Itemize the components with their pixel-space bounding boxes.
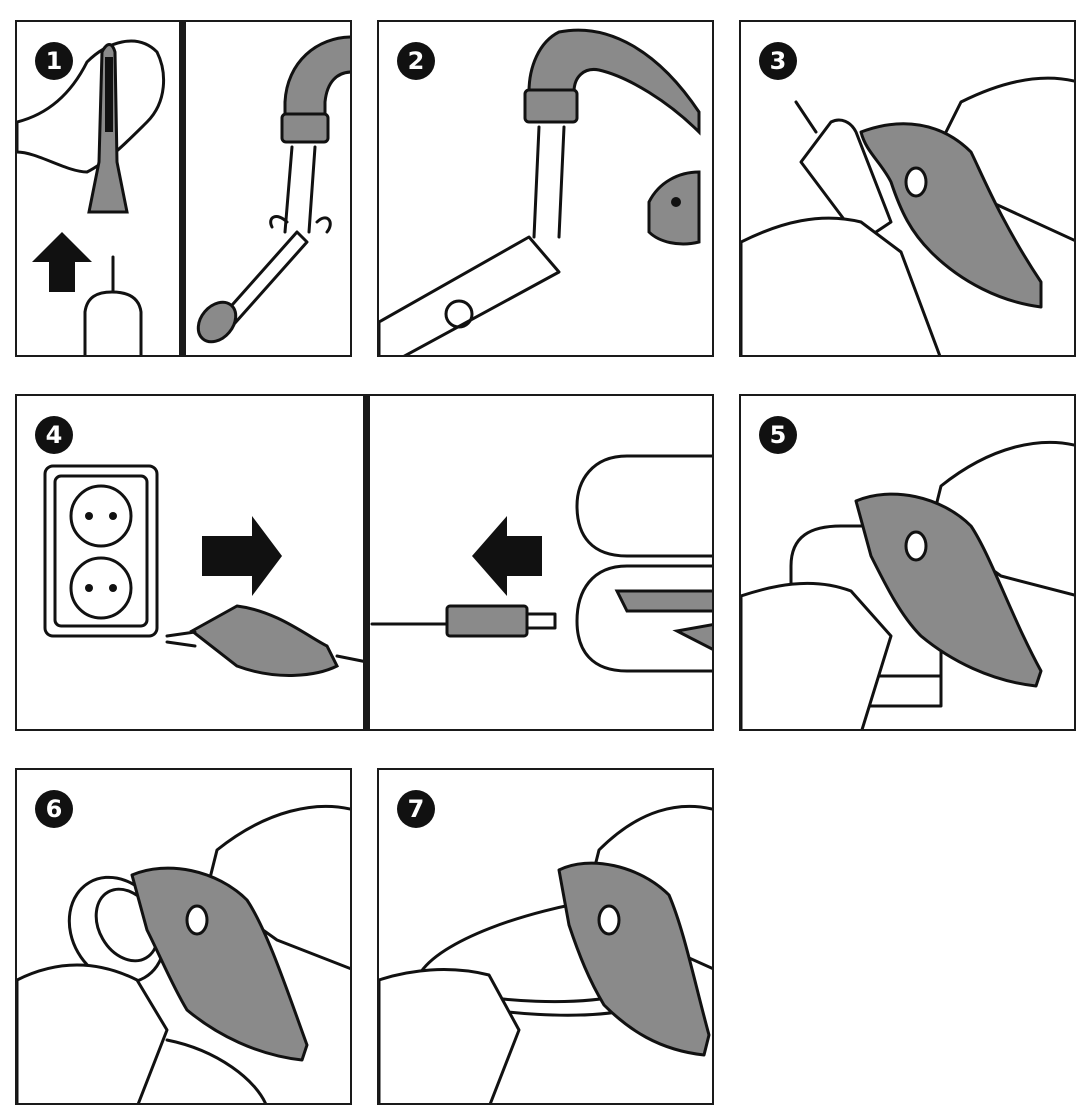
step-2-badge: 2 [397,42,435,80]
remove-brush-head-icon [17,39,166,355]
step-4-divider [363,396,370,729]
step-3-badge: 3 [759,42,797,80]
wipe-charger-icon [741,440,1074,729]
wipe-charger-base-icon [17,804,350,1103]
step-1-panel: 1 [15,20,352,357]
step-6-badge: 6 [35,790,73,828]
wipe-travel-case-icon [379,804,712,1103]
step-7-panel: 7 [377,768,714,1105]
step-5-badge: 5 [759,416,797,454]
step-3-panel: 3 [739,20,1076,357]
step-5-panel: 5 [739,394,1076,731]
step-4-badge: 4 [35,416,73,454]
step-6-panel: 6 [15,768,352,1105]
unplug-charger-icon [43,464,369,677]
step-7-badge: 7 [397,790,435,828]
step-1-divider [179,22,186,355]
step-2-panel: 2 [377,20,714,357]
wipe-handle-icon [741,76,1074,355]
step-1-badge: 1 [35,42,73,80]
disconnect-cable-icon [370,454,712,673]
rinse-brush-head-icon [196,35,350,344]
step-4-panel: 4 [15,394,714,731]
rinse-handle-icon [379,28,701,355]
